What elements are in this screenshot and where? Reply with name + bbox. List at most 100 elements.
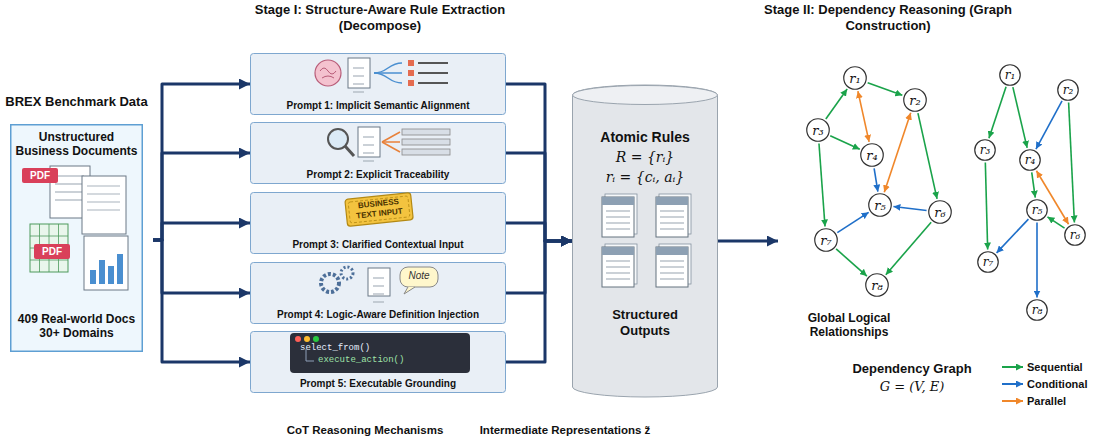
code-line: select_from() bbox=[300, 343, 410, 354]
rule-node: r₆ bbox=[1064, 224, 1086, 246]
background-edge bbox=[950, 190, 956, 210]
document-line bbox=[353, 83, 364, 84]
rule-circle bbox=[1000, 65, 1021, 86]
node-text: Prompt 1: Implicit Semantic Alignment bbox=[252, 99, 504, 112]
trace-bar bbox=[402, 149, 450, 155]
rule-node: r₄ bbox=[1019, 149, 1041, 171]
flow-arrow bbox=[506, 153, 572, 241]
node-text: Prompt 3: Clarified Contextual Input bbox=[252, 238, 504, 251]
pdf-tag bbox=[22, 168, 58, 183]
node-label: r₅ bbox=[868, 193, 892, 217]
flow-arrow bbox=[506, 223, 572, 241]
node-label: r₂ bbox=[1057, 79, 1079, 101]
document-icon bbox=[368, 268, 390, 296]
background-dot bbox=[953, 187, 960, 194]
data-panel-frame bbox=[1, 112, 153, 361]
rule-circle bbox=[929, 201, 952, 224]
graph-cylinder-body bbox=[779, 38, 998, 406]
background-dot bbox=[907, 65, 914, 72]
output-line bbox=[606, 216, 630, 217]
dependency-edge bbox=[868, 83, 903, 96]
list-line bbox=[418, 62, 448, 64]
node-text: Prompt 4: Logic-Aware Definition Injecti… bbox=[252, 308, 504, 321]
rules-cylinder: Atomic RulesR = {rᵢ}rᵢ = {cᵢ, aᵢ}Structu… bbox=[572, 85, 718, 397]
document-line bbox=[363, 136, 374, 137]
prompt-box: Prompt 4: Logic-Aware Definition Injecti… bbox=[250, 262, 506, 324]
flow-arrow bbox=[718, 240, 778, 243]
legend-row: Parallel bbox=[1001, 394, 1097, 408]
node-text: Atomic Rules bbox=[572, 129, 718, 146]
structured-output-icon bbox=[602, 197, 634, 237]
chart-bar bbox=[108, 266, 114, 284]
node-label: r₆ bbox=[928, 200, 952, 224]
chart-bar bbox=[90, 270, 96, 284]
node-label: r₈ bbox=[1026, 299, 1048, 321]
rule-circle bbox=[1058, 80, 1079, 101]
graph-caption: Dependency Graph bbox=[850, 361, 974, 377]
rule-node: r₂ bbox=[903, 88, 927, 112]
rule-node: r₃ bbox=[806, 118, 830, 142]
node-label: r₃ bbox=[974, 139, 996, 161]
graph-cylinder: Stage II: Dependency Reasoning (Graph Co… bbox=[778, 2, 998, 406]
rule-circle bbox=[1027, 300, 1048, 321]
background-dot bbox=[947, 97, 954, 104]
chart-document bbox=[84, 236, 128, 290]
background-dot bbox=[807, 295, 814, 302]
sheet-grid bbox=[30, 260, 68, 261]
window-dot bbox=[304, 336, 310, 342]
dependency-edge bbox=[886, 222, 931, 275]
node-label: r₅ bbox=[1026, 199, 1048, 221]
dependency-edge bbox=[985, 162, 987, 249]
background-edge bbox=[796, 260, 810, 298]
node-label: r₇ bbox=[814, 228, 838, 252]
node-label: r₂ bbox=[903, 88, 927, 112]
document-line bbox=[55, 183, 84, 184]
document-line bbox=[353, 75, 364, 76]
document-line bbox=[87, 209, 120, 210]
prompt-frame bbox=[251, 193, 506, 254]
legend-row: Conditional bbox=[1001, 377, 1097, 391]
prompt-frame bbox=[251, 123, 506, 184]
zoom-wedge bbox=[962, 40, 1097, 352]
gear-icon bbox=[321, 274, 339, 292]
legend-label: Sequential bbox=[1027, 360, 1083, 374]
bracket-label: CoT Reasoning Mechanisms bbox=[285, 424, 445, 438]
note-bubble bbox=[400, 267, 438, 287]
legend-row: Sequential bbox=[1001, 360, 1097, 374]
rule-circle bbox=[815, 229, 838, 252]
legend-sample bbox=[1001, 394, 1025, 408]
node-label: r₄ bbox=[860, 143, 884, 167]
document-panel: Unstructured Business Documents409 Real-… bbox=[10, 124, 143, 352]
document-line bbox=[373, 293, 384, 294]
rule-node: r₃ bbox=[974, 139, 996, 161]
output-header bbox=[656, 197, 688, 205]
dependency-edge bbox=[1032, 172, 1036, 197]
graph-formula: G = (V, E) bbox=[850, 379, 974, 395]
trace-bar bbox=[402, 139, 450, 145]
brain-fold bbox=[320, 68, 336, 78]
background-dot bbox=[937, 147, 944, 154]
file-tag: PDF bbox=[34, 244, 70, 259]
prompt-box: Prompt 2: Explicit Traceability bbox=[250, 122, 506, 184]
background-edge bbox=[940, 100, 950, 150]
output-line bbox=[660, 266, 684, 267]
list-bullet bbox=[408, 70, 414, 76]
stamp-body bbox=[345, 193, 413, 227]
rule-circle bbox=[861, 144, 884, 167]
document-line bbox=[55, 199, 84, 200]
list-bullet bbox=[408, 60, 414, 66]
list-bullet bbox=[408, 80, 414, 86]
dependency-edge bbox=[884, 113, 910, 192]
flow-arrow bbox=[153, 84, 250, 240]
output-header bbox=[602, 247, 634, 255]
output-header bbox=[602, 197, 634, 205]
node-text: Unstructured Business Documents bbox=[14, 130, 139, 159]
magnifier-handle bbox=[345, 146, 354, 156]
node-label: r₈ bbox=[865, 273, 889, 297]
structured-output-icon bbox=[656, 197, 688, 237]
rule-circle bbox=[1027, 200, 1048, 221]
rule-circle bbox=[866, 274, 889, 297]
flow-arrow bbox=[153, 240, 250, 362]
flow-line bbox=[374, 73, 402, 83]
document-icon bbox=[358, 127, 380, 157]
